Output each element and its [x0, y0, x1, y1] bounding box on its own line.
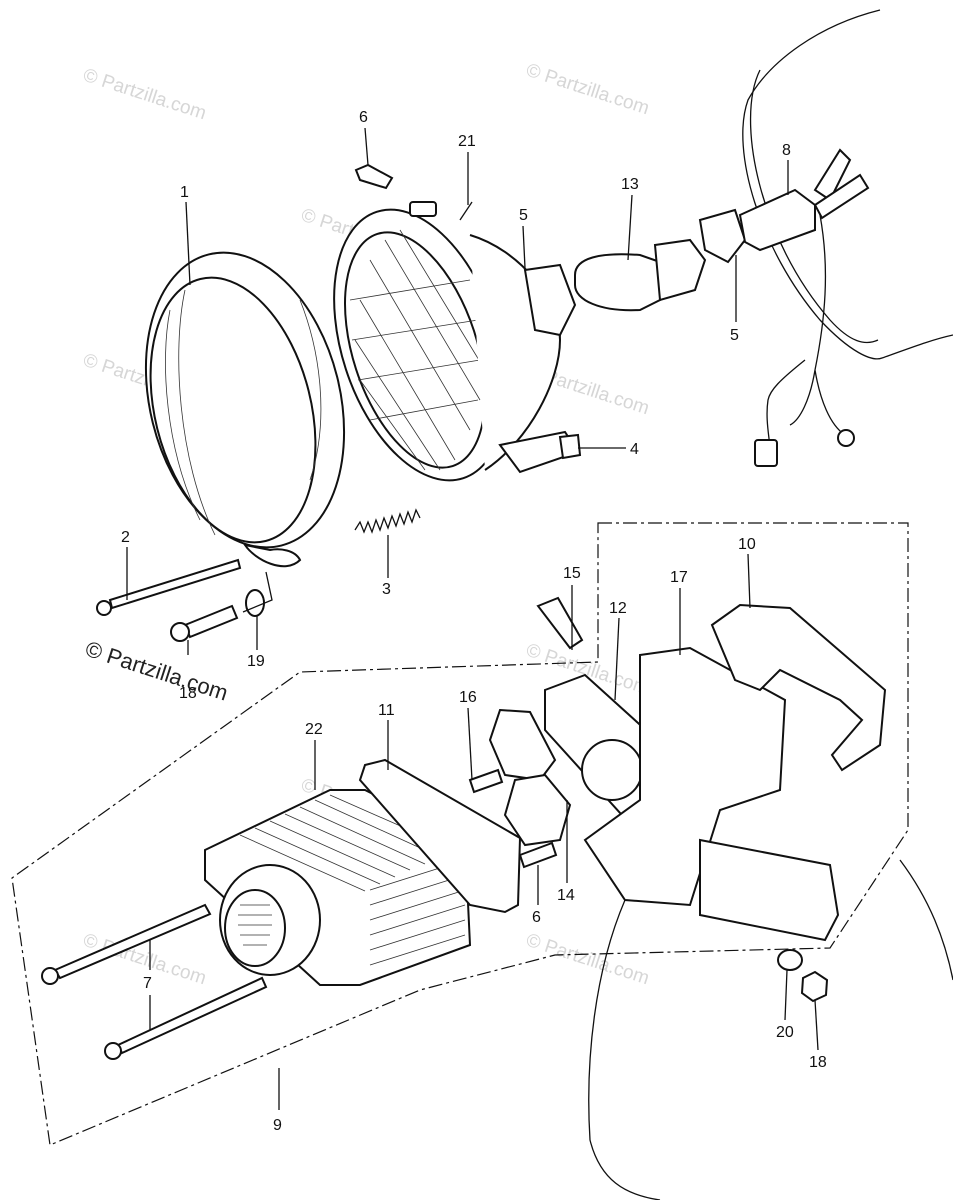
callout-7: 7: [143, 975, 152, 992]
bolt-18-upper: [170, 604, 239, 642]
leader-lines: [126, 127, 819, 1110]
callout-4: 4: [630, 441, 639, 458]
bulb: [574, 238, 707, 312]
socket-and-wiring: [698, 148, 870, 467]
callout-16: 16: [459, 689, 477, 706]
washer-19: [245, 589, 265, 617]
callout-13: 13: [621, 176, 639, 193]
callout-18a: 18: [179, 685, 197, 702]
callout-18b: 18: [809, 1054, 827, 1071]
plate-12-lens: [581, 739, 643, 801]
watermark: © Partzilla.com: [523, 930, 651, 990]
headlight-case-outline: [742, 9, 953, 360]
bolt-6-top: [354, 163, 394, 190]
callout-5a: 5: [519, 207, 528, 224]
callout-15: 15: [563, 565, 581, 582]
fender-outline-right: [899, 859, 953, 981]
callout-9: 9: [273, 1117, 282, 1134]
callout-11: 11: [378, 702, 395, 719]
bolt-15: [536, 596, 584, 650]
fender-outline: [588, 899, 661, 1200]
washer-20: [777, 949, 803, 971]
headlight-case-inner: [749, 69, 879, 344]
callout-labels: 1 2 3 4 5 5 6 6 7 8 9 10 11 12 13 14 15 …: [121, 109, 827, 1134]
nut-18-lower: [800, 970, 829, 1003]
callout-12: 12: [609, 600, 627, 617]
clip-4: [558, 433, 582, 460]
callout-19: 19: [247, 653, 265, 670]
taillight-22: [204, 789, 472, 986]
guard-10: [710, 603, 887, 772]
callout-10: 10: [738, 536, 756, 553]
socket-14: [468, 708, 572, 869]
callout-5b: 5: [730, 327, 739, 344]
callout-17: 17: [670, 569, 688, 586]
callout-6b: 6: [532, 909, 541, 926]
callout-14: 14: [557, 887, 575, 904]
screws-7: [41, 903, 268, 1060]
callout-3: 3: [382, 581, 391, 598]
pin-21: [459, 201, 473, 221]
callout-21: 21: [458, 133, 476, 150]
callout-2: 2: [121, 529, 130, 546]
headlight-rim: [144, 251, 346, 568]
spring-3: [354, 508, 421, 534]
watermark-main: © Partzilla.com: [82, 636, 231, 706]
callout-20: 20: [776, 1024, 794, 1041]
callout-1: 1: [180, 184, 189, 201]
gasket-11: [358, 758, 522, 914]
bracket-17-inner: [699, 838, 840, 942]
callout-8: 8: [782, 142, 791, 159]
headlight-unit: [333, 201, 580, 482]
callout-6a: 6: [359, 109, 368, 126]
callout-22: 22: [305, 721, 323, 738]
watermark: © Partzilla.com: [80, 65, 208, 125]
watermark: © Partzilla.com: [523, 60, 651, 120]
screw-2: [96, 558, 242, 616]
